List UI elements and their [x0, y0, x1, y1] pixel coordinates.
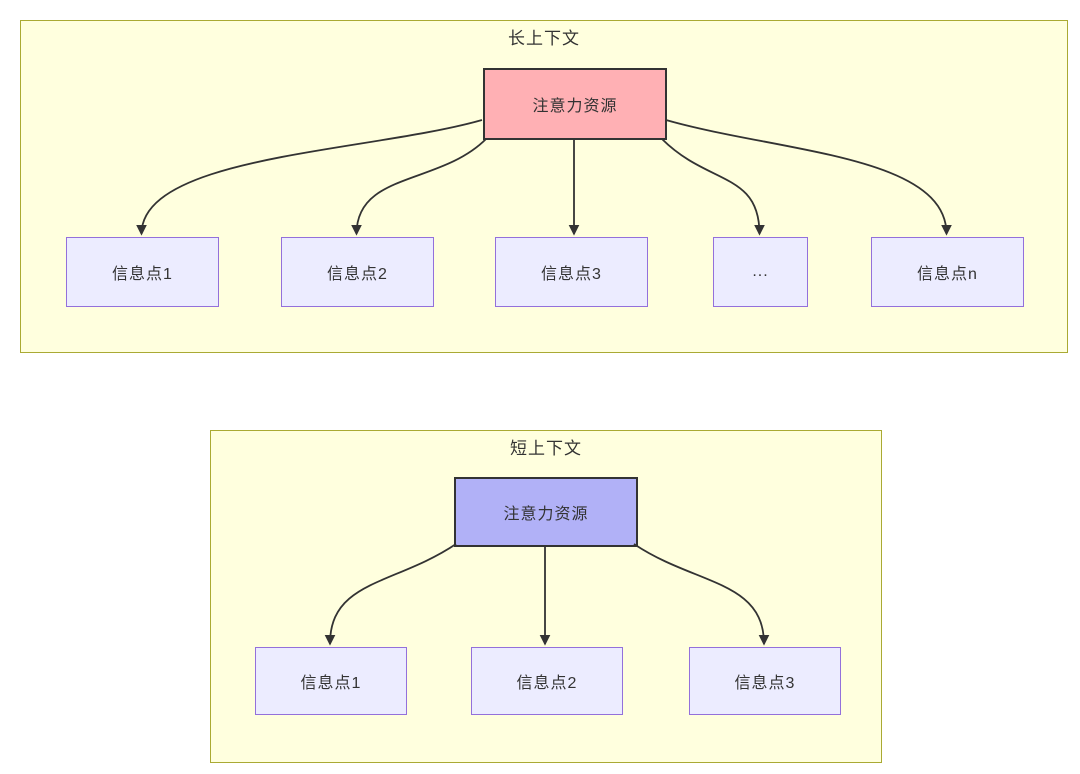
- info-node-long-1: 信息点1: [66, 237, 219, 307]
- info-node-long-2: 信息点2: [281, 237, 434, 307]
- info-node-long-3: 信息点3: [495, 237, 648, 307]
- info-node-short-3: 信息点3: [689, 647, 841, 715]
- attention-resource-node-short: 注意力资源: [454, 477, 638, 547]
- info-node-short-1: 信息点1: [255, 647, 407, 715]
- attention-resource-node-long: 注意力资源: [483, 68, 667, 140]
- short-context-cluster: 短上下文 注意力资源 信息点1 信息点2 信息点3: [210, 430, 882, 763]
- short-context-title: 短上下文: [510, 439, 582, 458]
- long-context-title: 长上下文: [508, 29, 580, 48]
- info-node-short-2: 信息点2: [471, 647, 623, 715]
- info-node-long-n: 信息点n: [871, 237, 1024, 307]
- long-context-cluster: 长上下文 注意力资源 信息点1 信息点2 信息点3 ... 信息点n: [20, 20, 1068, 353]
- info-node-long-ellipsis: ...: [713, 237, 808, 307]
